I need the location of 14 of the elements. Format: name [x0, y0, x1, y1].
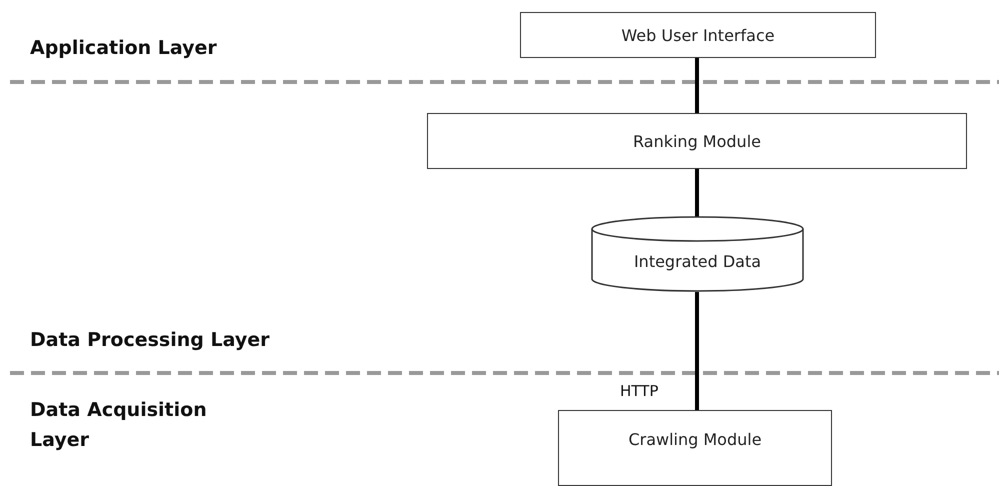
- layer-label: Data Processing Layer: [30, 328, 270, 353]
- node-label: Ranking Module: [633, 132, 761, 150]
- connector-line: [695, 292, 699, 410]
- process-box: [427, 113, 967, 169]
- layer-label: Data Acquisition Layer: [30, 398, 208, 453]
- node-label: Crawling Module: [628, 430, 762, 448]
- node-label: Integrated Data: [634, 252, 762, 270]
- process-box: [520, 12, 876, 58]
- connector-line: [695, 58, 699, 113]
- layer-label: Application Layer: [30, 36, 218, 61]
- connector-line: [695, 169, 699, 217]
- database-cylinder: [591, 216, 804, 292]
- node-label: Web User Interface: [621, 26, 775, 44]
- process-box: [558, 410, 832, 486]
